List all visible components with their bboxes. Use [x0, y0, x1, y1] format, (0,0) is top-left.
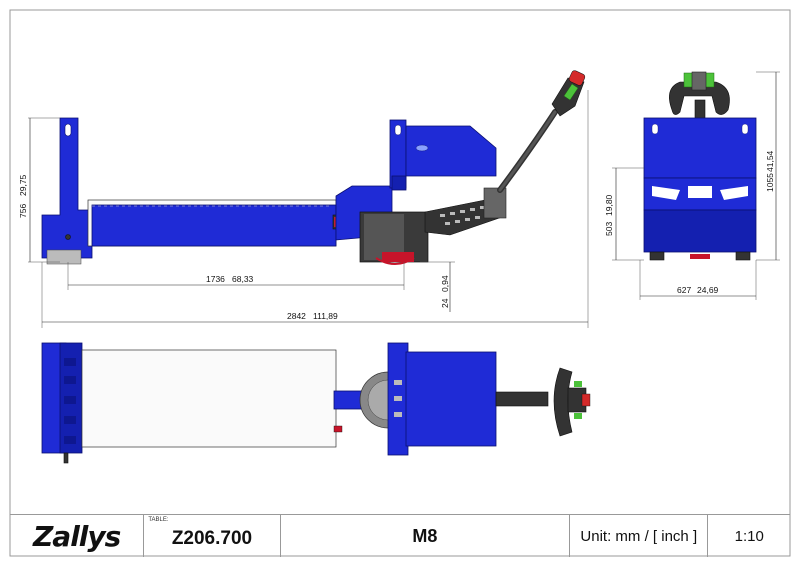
top-view	[41, 342, 591, 464]
table-cell: TABLE: Z206.700	[144, 515, 281, 557]
table-value: Z206.700	[171, 528, 253, 549]
model-cell: M8	[281, 515, 571, 557]
unit-label: Unit: mm / [ inch ]	[580, 527, 698, 545]
unit-cell: Unit: mm / [ inch ]	[570, 515, 709, 557]
dim-front-width-in: 24,69	[697, 285, 719, 295]
dim-front-total-height-in: 41,54	[765, 150, 775, 172]
dim-front-height: 503	[604, 222, 614, 236]
dim-clearance: 24	[440, 298, 450, 308]
front-dimensions: 503 19,80 1055 41,54 627 24,69	[604, 71, 780, 300]
title-block: Zallys TABLE: Z206.700 M8 Unit: mm / [ i…	[10, 514, 790, 557]
model-name: M8	[412, 525, 438, 546]
scale-cell: 1:10	[708, 515, 790, 557]
drawing-border	[9, 9, 791, 557]
logo-cell: Zallys	[10, 515, 145, 557]
table-label: TABLE:	[148, 517, 169, 523]
side-dimensions: 756 29,75 1736 68,33 24 0,94 2842 111,89	[18, 90, 589, 328]
dim-wheel-span: 1736	[206, 274, 225, 284]
dim-side-height: 756	[18, 204, 28, 218]
dim-total-length: 2842	[287, 311, 306, 321]
dim-side-height-in: 29,75	[18, 174, 28, 196]
scale-label: 1:10	[734, 527, 764, 545]
dim-clearance-in: 0,94	[440, 275, 450, 292]
front-view	[643, 71, 757, 261]
dim-total-length-in: 111,89	[313, 311, 338, 321]
company-logo: Zallys	[33, 519, 121, 553]
dim-wheel-span-in: 68,33	[232, 274, 254, 284]
dim-front-width: 627	[677, 285, 691, 295]
dim-front-height-in: 19,80	[604, 194, 614, 216]
side-view	[41, 70, 586, 265]
dim-front-total-height: 1055	[765, 173, 775, 192]
